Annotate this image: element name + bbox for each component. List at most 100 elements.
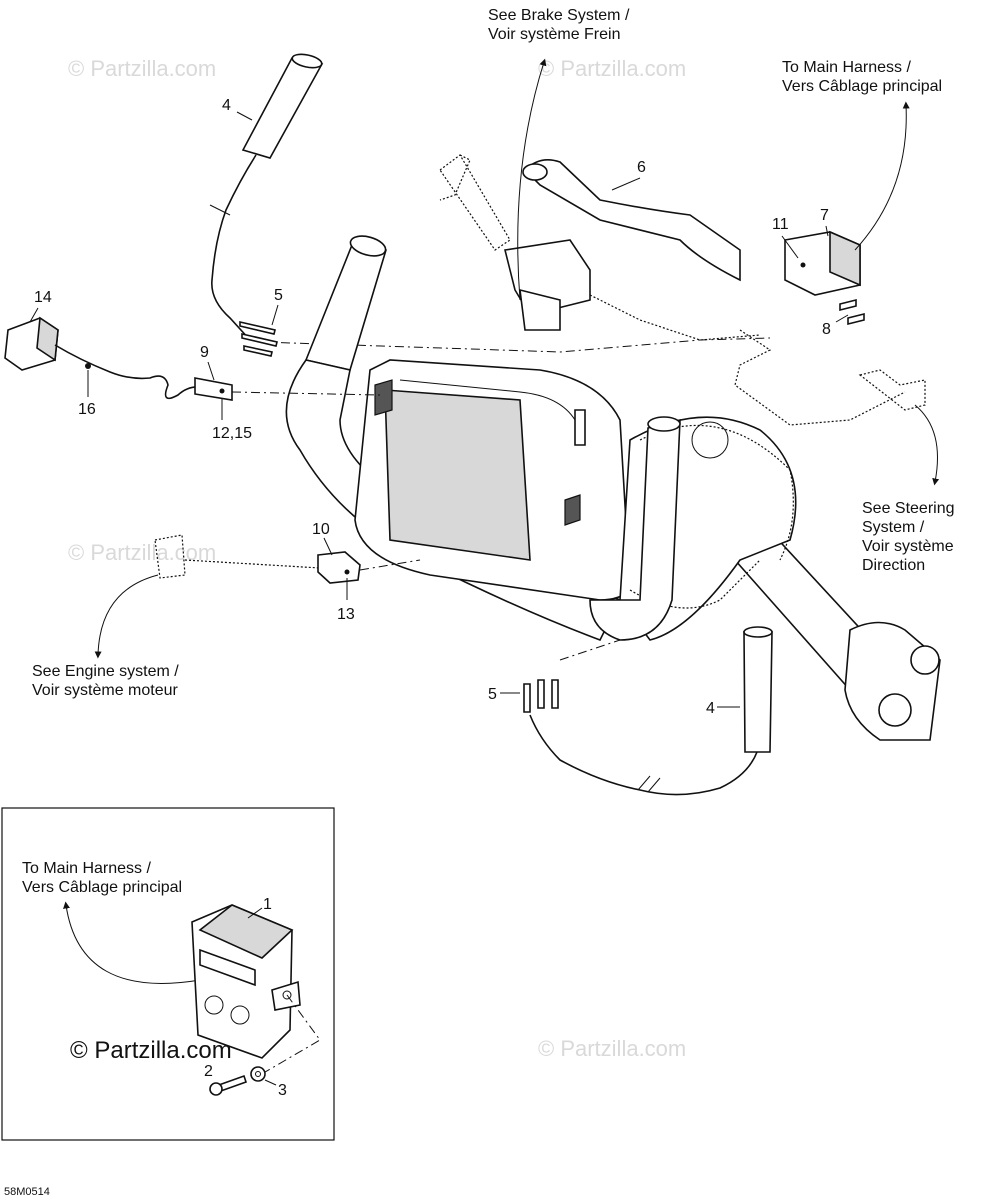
screw-2-head [209,1082,223,1096]
pin-8a [839,298,857,312]
part-number-11: 11 [772,216,789,233]
watermark-top-left: © Partzilla.com [68,56,216,81]
heater-4-bottom-wire [529,714,758,796]
connector-9 [194,377,233,401]
heater-4-bottom [743,631,773,753]
gauge-screen [384,389,531,561]
module-1-hole-b [230,1005,250,1025]
watermark-bottom-center: © Partzilla.com [538,1036,686,1061]
heater-4-top-end [291,53,323,69]
leader-14 [29,307,39,323]
watermark-top-center: © Partzilla.com [538,56,686,81]
harness-16-dot [85,363,91,369]
watermark-mid-left: © Partzilla.com [68,540,216,565]
part-number-2: 2 [204,1063,213,1080]
harness-centerline [231,391,381,396]
part-number-12-15: 12,15 [212,425,252,442]
callout-main-harness-inset-fr: Vers Câblage principal [22,879,182,896]
steering-wire [734,329,906,426]
part-number-5-top: 5 [274,287,283,304]
leader-10 [323,537,333,556]
leader-5-top [271,304,279,326]
leader-11 [781,235,799,259]
washer-3-hole [255,1071,261,1077]
terminal-5e [537,679,545,709]
inset-centerline [259,994,321,1076]
leader-4-top [236,111,253,121]
inset-box: To Main Harness / Vers Câblage principal… [1,807,335,1141]
harness-16-wire [54,344,206,400]
callout-steering-1: See Steering [862,500,955,517]
leader-6 [611,177,641,191]
part-number-9: 9 [200,344,209,361]
part-number-4-bottom: 4 [706,700,715,717]
leader-3 [264,1079,277,1086]
part-4-top-heater [209,53,324,357]
leader-9 [207,361,215,381]
leader-1 [247,907,263,919]
left-grip-tube [304,240,387,371]
pin-8b [847,312,865,326]
module-1-plug [199,948,256,987]
part-number-5-bottom: 5 [488,686,497,703]
connector-10 [317,551,361,584]
part-number-14: 14 [34,289,52,306]
part-14-harness [4,307,381,420]
leader-8 [835,314,849,323]
callout-steering-4: Direction [862,557,925,574]
gauge-connector [564,494,581,526]
callout-steering-3: Voir système [862,538,954,555]
hose-body [523,159,741,282]
brake-line [589,294,761,341]
left-grip-end [349,235,387,257]
part-number-7: 7 [820,207,829,224]
clamp-knob-bottom [878,693,912,727]
heater-4-wire [211,154,257,341]
center-grip-end [647,416,681,432]
callout-main-harness-top: To Main Harness / [782,59,911,76]
arrow-steering [914,404,940,486]
drawing-code: 58M0514 [4,1186,50,1198]
terminal-5f [551,679,559,709]
arrow-inset-harness [63,901,201,984]
centerline [261,337,771,353]
part-number-6: 6 [637,159,646,176]
center-grip-tube [589,418,681,641]
terminal-5a [239,320,276,335]
handlebar-assembly [261,235,941,741]
leader-7 [825,225,829,237]
gauge-bezel-line [399,379,576,421]
gauge-left-latch [374,379,393,416]
part-number-8: 8 [822,321,831,338]
callout-engine-fr: Voir système moteur [32,682,179,699]
connector-10-dot [344,569,350,575]
terminal-centerline [559,639,621,661]
gauge-tab [574,409,586,446]
part-number-3: 3 [278,1082,287,1099]
connector-14-side [36,316,59,362]
module-1-hole-a [204,995,224,1015]
part-4-bottom-heater [500,626,773,796]
brake-lever [439,154,511,251]
part-number-13: 13 [337,606,355,623]
callout-brake: See Brake System / [488,7,630,24]
steering-part [858,369,926,411]
terminal-5c [243,345,273,357]
inset-frame [1,807,335,1141]
heater-4-top [241,57,324,159]
arrow-engine [94,574,159,659]
wire-break-bottom [637,775,661,793]
connector-dot [800,262,806,268]
callout-brake-fr: Voir système Frein [488,26,620,43]
callout-steering-2: System / [862,519,925,536]
wire-break [209,204,231,216]
engine-wire [184,559,321,569]
arrow-brake [517,58,547,301]
sprocket-teeth [639,424,794,561]
terminal-5b [241,332,278,347]
connector-9-dot [219,388,225,394]
part-number-4-top: 4 [222,97,231,114]
brake-caliper [519,288,561,331]
connector-side [829,230,861,287]
